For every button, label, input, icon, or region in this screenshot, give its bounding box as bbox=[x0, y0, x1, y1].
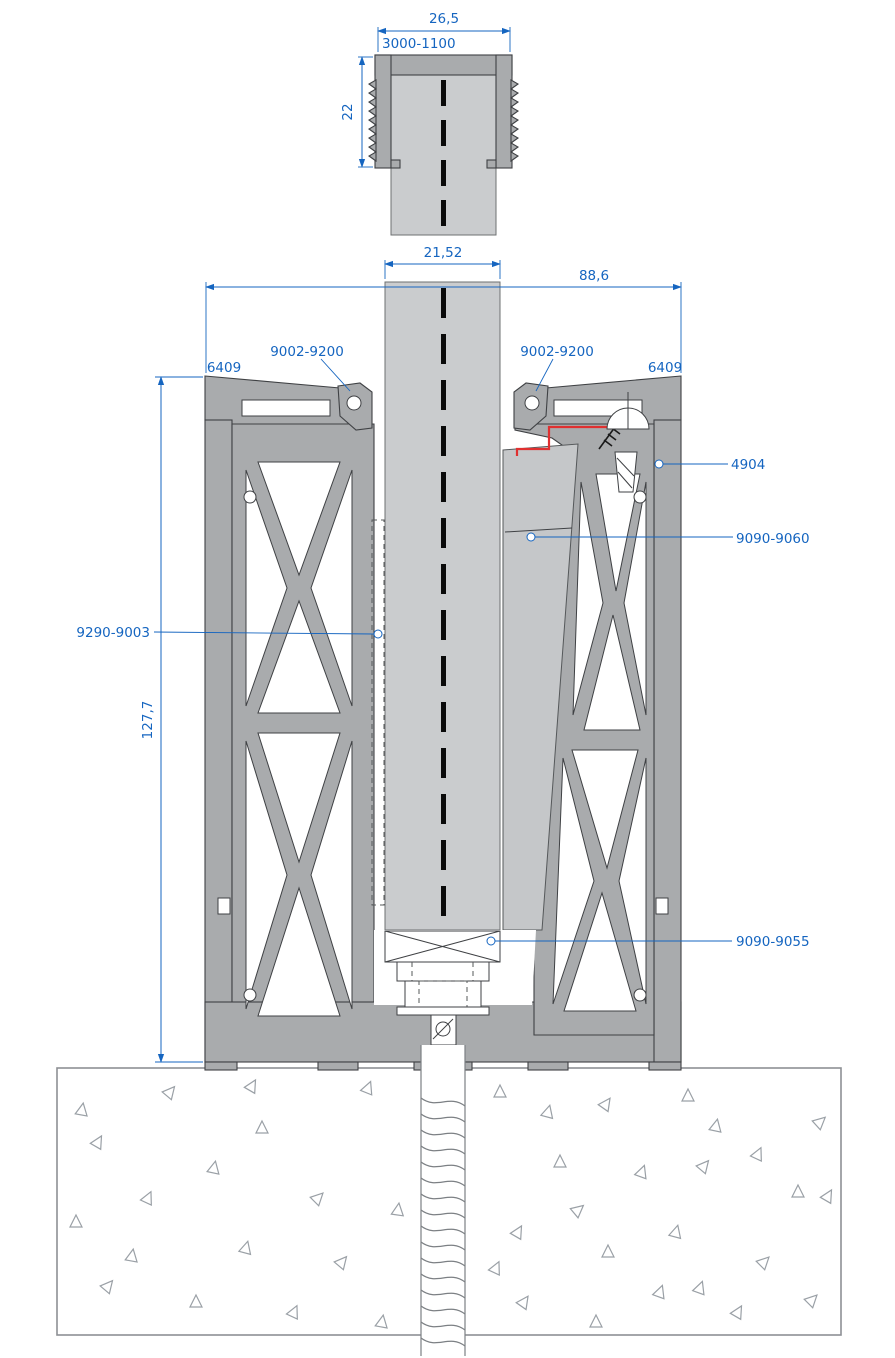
clamp-plate bbox=[396, 961, 490, 982]
label-inner-gasket: 9290-9003 bbox=[76, 625, 383, 641]
screw-port-left-bottom bbox=[243, 988, 257, 1002]
wall-groove-left bbox=[217, 897, 231, 915]
label-clamping-wedge: 9090-9060 bbox=[526, 531, 810, 547]
locking-wedge bbox=[614, 451, 638, 493]
dimension-cap-width: 26,5 bbox=[377, 11, 511, 52]
seal-line bbox=[515, 425, 633, 456]
dim-cap-height-value: 22 bbox=[340, 103, 356, 120]
label-locking-wedge: 4904 bbox=[654, 457, 765, 473]
anchor-nut bbox=[404, 980, 482, 1008]
dim-cap-width-value: 26,5 bbox=[429, 11, 459, 27]
label-support-block: 9090-9055 bbox=[486, 934, 810, 950]
gasket-right bbox=[513, 382, 549, 431]
handrail-cap-profile bbox=[367, 54, 520, 169]
dimension-base-width: 88,6 bbox=[205, 268, 682, 373]
label-locking-wedge-text: 4904 bbox=[731, 457, 765, 473]
wing-slot-left bbox=[241, 399, 331, 417]
cap-serration-left bbox=[367, 79, 378, 163]
section-symbol bbox=[435, 1021, 451, 1037]
label-gasket-left-text: 9002-9200 bbox=[270, 344, 344, 360]
glass-panel-top bbox=[390, 72, 497, 236]
gasket-left bbox=[337, 382, 373, 431]
clamping-wedge bbox=[502, 443, 579, 931]
label-profile-left: 6409 bbox=[207, 360, 241, 376]
wall-groove-right bbox=[655, 897, 669, 915]
dimension-base-height: 127,7 bbox=[140, 376, 203, 1063]
screw-port-right-top bbox=[633, 490, 647, 504]
label-gasket-right-text: 9002-9200 bbox=[520, 344, 594, 360]
glass-panel bbox=[384, 281, 501, 931]
base-profile-right bbox=[514, 375, 682, 1063]
label-gasket-right: 9002-9200 bbox=[520, 344, 594, 392]
support-block-assembly bbox=[374, 930, 536, 1046]
label-clamping-wedge-text: 9090-9060 bbox=[736, 531, 810, 547]
screw-boss-dome bbox=[606, 392, 650, 430]
washer bbox=[396, 1006, 490, 1016]
dim-base-width-value: 88,6 bbox=[579, 268, 609, 284]
label-gasket-left: 9002-9200 bbox=[270, 344, 351, 392]
dim-glass-thickness-value: 21,52 bbox=[424, 245, 463, 261]
label-profile-right: 6409 bbox=[648, 360, 682, 376]
screw-port-left-top bbox=[243, 490, 257, 504]
label-inner-gasket-text: 9290-9003 bbox=[76, 625, 150, 641]
dim-base-height-value: 127,7 bbox=[140, 701, 156, 740]
thread-helix bbox=[420, 1097, 466, 1347]
dimension-cap-height: 22 bbox=[340, 56, 373, 168]
label-support-block-text: 9090-9055 bbox=[736, 934, 810, 950]
anchor-bolt bbox=[420, 1045, 466, 1356]
cap-serration-right bbox=[509, 79, 520, 163]
label-handrail-cap: 3000-1100 bbox=[382, 36, 456, 52]
dimension-glass-thickness: 21,52 bbox=[384, 245, 501, 279]
screw-port-right-bottom bbox=[633, 988, 647, 1002]
